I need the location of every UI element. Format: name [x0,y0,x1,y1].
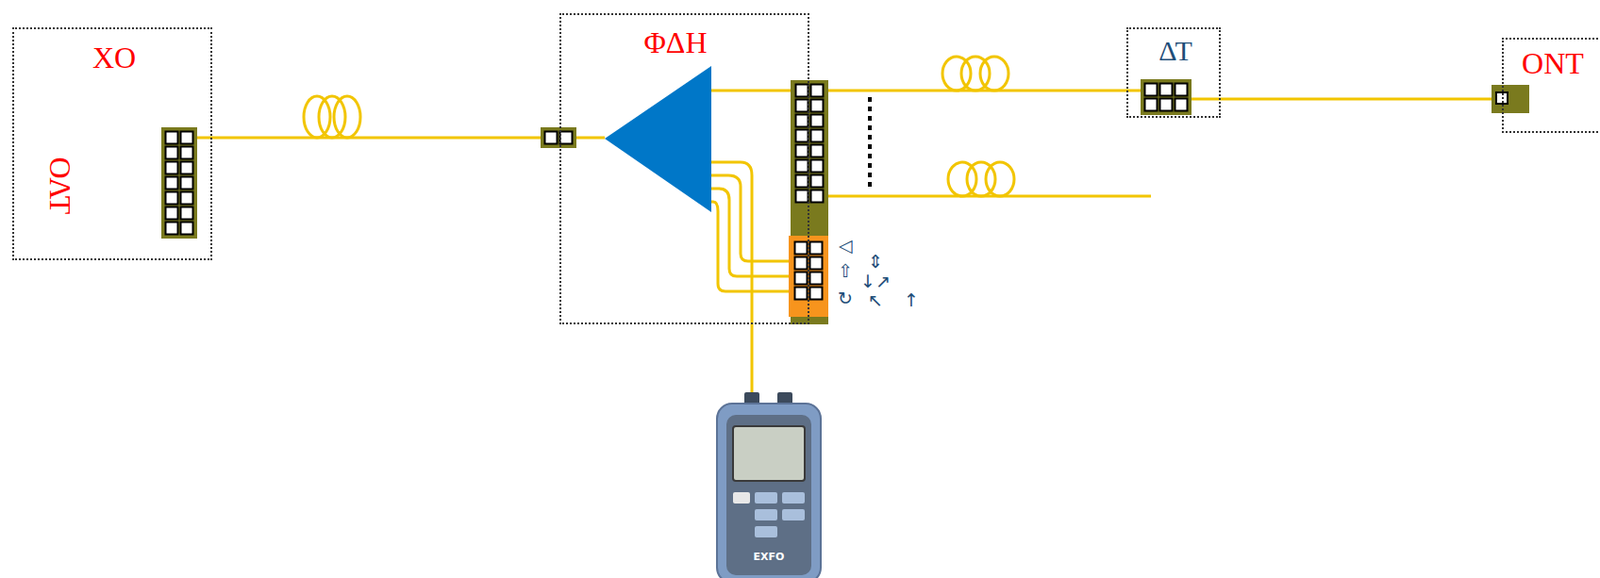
site-title: ΔΤ [1158,36,1193,66]
port-symbol: ↖ [867,291,884,310]
port-symbol: ⇧ [837,262,853,281]
equipment-name: ΟΛΤ [45,157,76,216]
patch-panel [161,127,198,239]
site-box: ONT [1501,37,1600,134]
site-box: ΧΟ ΟΛΤ [12,27,213,261]
ont-port [1491,84,1530,114]
fiber-lines [188,56,1221,397]
site-title: ONT [1521,48,1584,79]
power-meter [716,392,821,578]
patch-panel [1140,79,1192,116]
port-symbol: ⇕ [867,252,884,271]
port-symbol: ↑ [903,291,919,310]
device-brand: EXFO [753,551,785,563]
patch-panel [790,80,829,325]
site-title: ΧΟ [92,42,136,73]
site-title: ΦΔΗ [643,27,707,58]
site-box: ΔΤ [1126,27,1221,118]
port-symbol: ↓↗ [860,272,891,291]
port-symbol: ◁ [838,236,853,255]
site-box: ΦΔΗ [559,13,810,325]
fiber-link [1220,98,1502,101]
adapter-panel [540,127,577,149]
dotted-continuation [867,97,872,189]
port-symbol: ↻ [837,289,853,308]
fiber-link [212,136,560,140]
splitter-triangle [604,66,712,213]
